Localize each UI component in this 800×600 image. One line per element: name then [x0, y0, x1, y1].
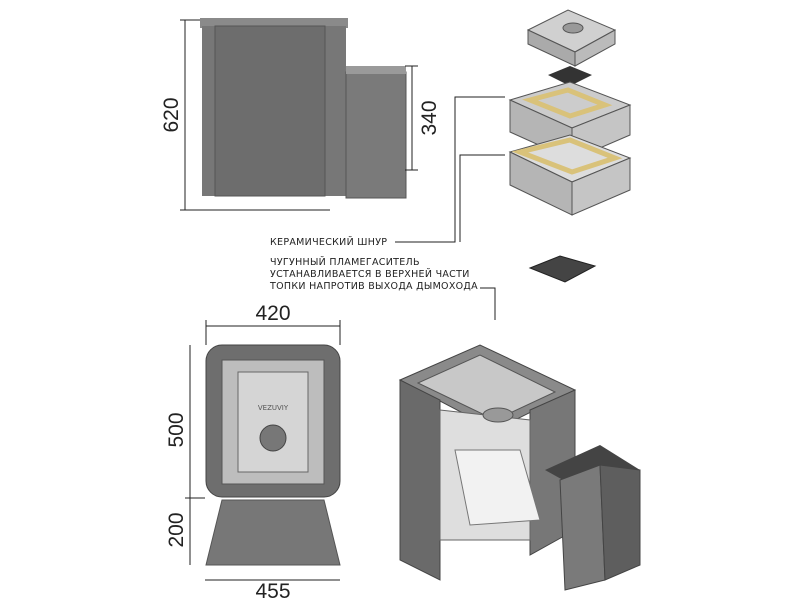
label-flame-damper-2: УСТАНАВЛИВАЕТСЯ В ВЕРХНЕЙ ЧАСТИ: [270, 268, 470, 280]
front-view: VEZUVIY 420 500 200 455: [165, 302, 341, 600]
dim-base-height: 200: [165, 512, 188, 547]
exploded-view: [395, 9, 632, 320]
label-flame-damper-3: ТОПКИ НАПРОТИВ ВЫХОДА ДЫМОХОДА: [269, 281, 478, 292]
brand-logo: VEZUVIY: [258, 404, 289, 412]
dim-front-width: 420: [255, 302, 290, 325]
cutaway-view: [398, 344, 641, 591]
dim-front-height: 500: [165, 412, 188, 447]
label-ceramic-cord: КЕРАМИЧЕСКИЙ ШНУР: [270, 236, 387, 248]
label-flame-damper-1: ЧУГУННЫЙ ПЛАМЕГАСИТЕЛЬ: [270, 256, 420, 268]
dim-firebox-height: 340: [418, 100, 441, 135]
side-view: 620 340: [160, 18, 441, 211]
dim-side-height: 620: [160, 97, 183, 132]
dim-base-width: 455: [255, 580, 290, 600]
